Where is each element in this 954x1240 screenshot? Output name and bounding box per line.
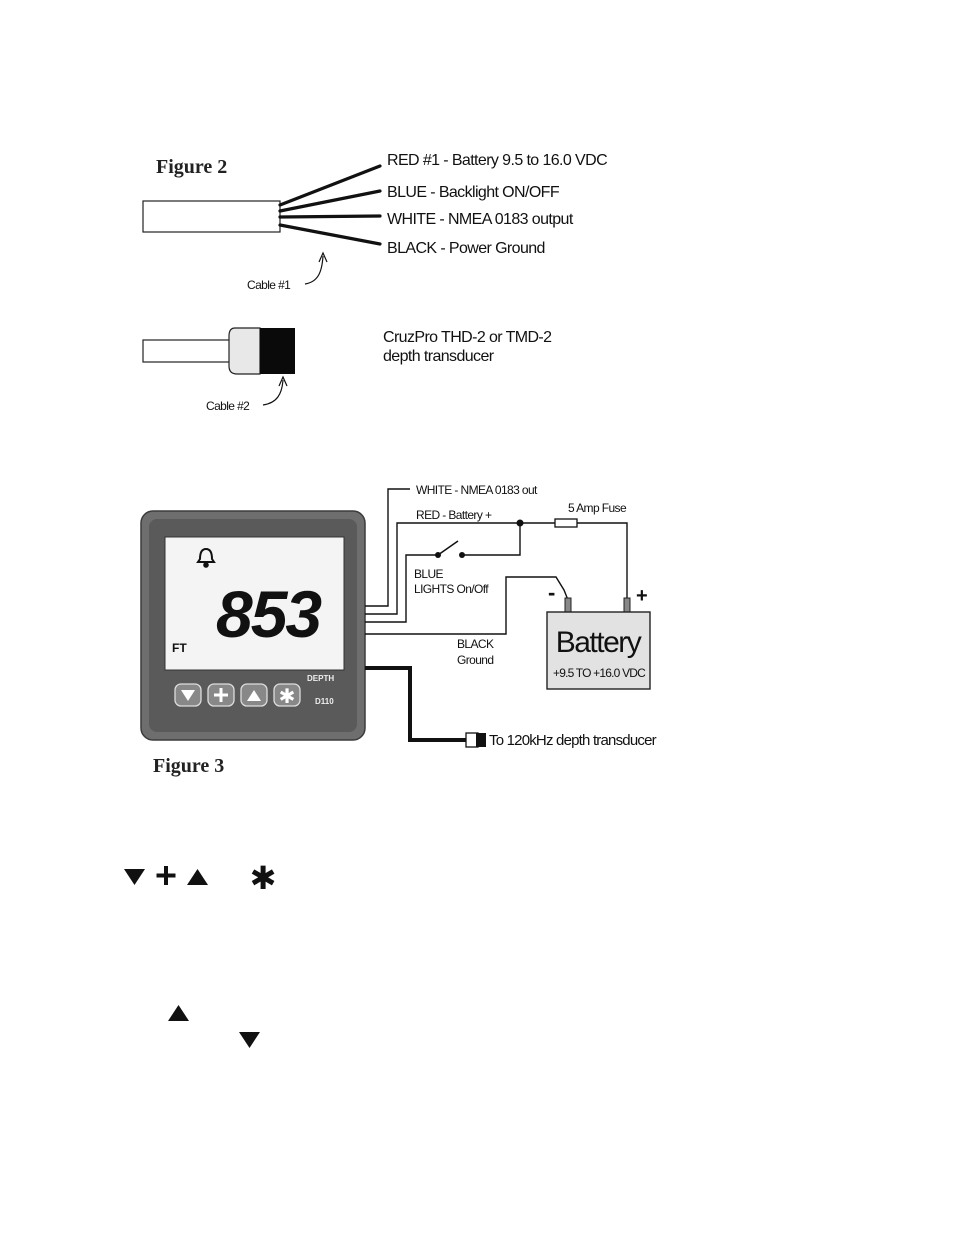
- wire-switch-to-red: [462, 523, 521, 556]
- lcd-unit: FT: [172, 641, 187, 655]
- instrument-mode-label: DEPTH: [307, 674, 334, 683]
- up-triangle-icon: [168, 1005, 189, 1021]
- label-fuse: 5 Amp Fuse: [568, 501, 627, 515]
- battery-title: Battery: [556, 626, 642, 659]
- wire-label-red: RED #1 - Battery 9.5 to 16.0 VDC: [387, 152, 607, 169]
- lcd-screen: [164, 536, 345, 671]
- wire-black: [278, 223, 382, 246]
- figure-3-title: Figure 3: [153, 755, 224, 777]
- junction-dot: [516, 519, 524, 527]
- button-symbol-row: ✱: [124, 860, 276, 896]
- battery-minus-sign: -: [548, 580, 555, 605]
- figure-2-title: Figure 2: [156, 156, 227, 178]
- cable-1-label: Cable #1: [247, 278, 291, 292]
- instrument-buttons: ✱: [174, 683, 301, 708]
- wire-white: [278, 214, 382, 219]
- label-black-line2: Ground: [457, 653, 493, 667]
- cable-2-connector-boot: [228, 327, 261, 375]
- battery-negative-terminal: [564, 597, 572, 613]
- cable-1-arrow: [304, 255, 324, 285]
- cable-2-arrowhead-icon: [278, 375, 288, 387]
- down-triangle-icon: [239, 1032, 260, 1048]
- battery-range: +9.5 TO +16.0 VDC: [553, 666, 646, 680]
- wire-label-blue: BLUE - Backlight ON/OFF: [387, 184, 560, 201]
- cable-1-jacket: [142, 200, 281, 233]
- up-triangle-icon: [187, 869, 208, 885]
- plus-icon: [214, 688, 228, 702]
- battery-plus-sign: +: [636, 585, 648, 607]
- switch-icon: [435, 540, 465, 558]
- battery: Battery +9.5 TO +16.0 VDC - +: [546, 580, 651, 690]
- figure-2: Figure 2 RED #1 - Battery 9.5 to 16.0 VD…: [142, 152, 608, 413]
- wire-black-ground: [365, 576, 569, 635]
- asterisk-icon: ✱: [250, 860, 277, 896]
- cable-1-wires: [278, 164, 382, 246]
- label-transducer: To 120kHz depth transducer: [489, 732, 657, 749]
- cable-2-arrow: [262, 379, 284, 406]
- label-red-battery: RED - Battery +: [416, 508, 492, 522]
- asterisk-icon: ✱: [279, 686, 296, 708]
- battery-body: [546, 611, 651, 690]
- wire-red-battery: [365, 522, 555, 615]
- wire-fuse-to-battery: [577, 522, 628, 600]
- instrument-model-label: D110: [315, 697, 334, 706]
- wire-red: [278, 164, 382, 207]
- transducer-connector-plug: [476, 733, 486, 747]
- wire-label-black: BLACK - Power Ground: [387, 240, 545, 257]
- cable-1-arrowhead-icon: [318, 251, 328, 263]
- transducer-line-2: depth transducer: [383, 348, 495, 365]
- wire-label-white: WHITE - NMEA 0183 output: [387, 211, 574, 228]
- transducer-line-1: CruzPro THD-2 or TMD-2: [383, 329, 552, 346]
- down-triangle-icon: [124, 869, 145, 885]
- battery-positive-terminal: [623, 597, 631, 613]
- cable-2-jacket: [142, 339, 236, 363]
- cable-2-connector-plug: [260, 328, 295, 374]
- fuse-icon: [554, 518, 578, 528]
- cable-2-label: Cable #2: [206, 399, 250, 413]
- label-blue-line2: LIGHTS On/Off: [414, 582, 489, 596]
- up-triangle-icon: [247, 690, 261, 701]
- transducer-cable: [365, 666, 468, 742]
- label-blue-line1: BLUE: [414, 567, 444, 581]
- bell-icon: [196, 547, 216, 568]
- lcd-reading: 853: [216, 577, 321, 651]
- down-triangle-icon: [181, 690, 195, 701]
- label-black-line1: BLACK: [457, 637, 494, 651]
- figure-3-wiring: [365, 488, 628, 635]
- wire-white-nmea: [365, 488, 410, 607]
- figure-3: 853 FT ✱ DEPTH D110: [140, 483, 657, 777]
- label-white-nmea: WHITE - NMEA 0183 out: [416, 483, 538, 497]
- wire-blue-lights: [365, 554, 438, 623]
- plus-icon: [156, 866, 176, 885]
- wire-blue: [278, 189, 382, 213]
- asterisk-button[interactable]: [273, 683, 301, 707]
